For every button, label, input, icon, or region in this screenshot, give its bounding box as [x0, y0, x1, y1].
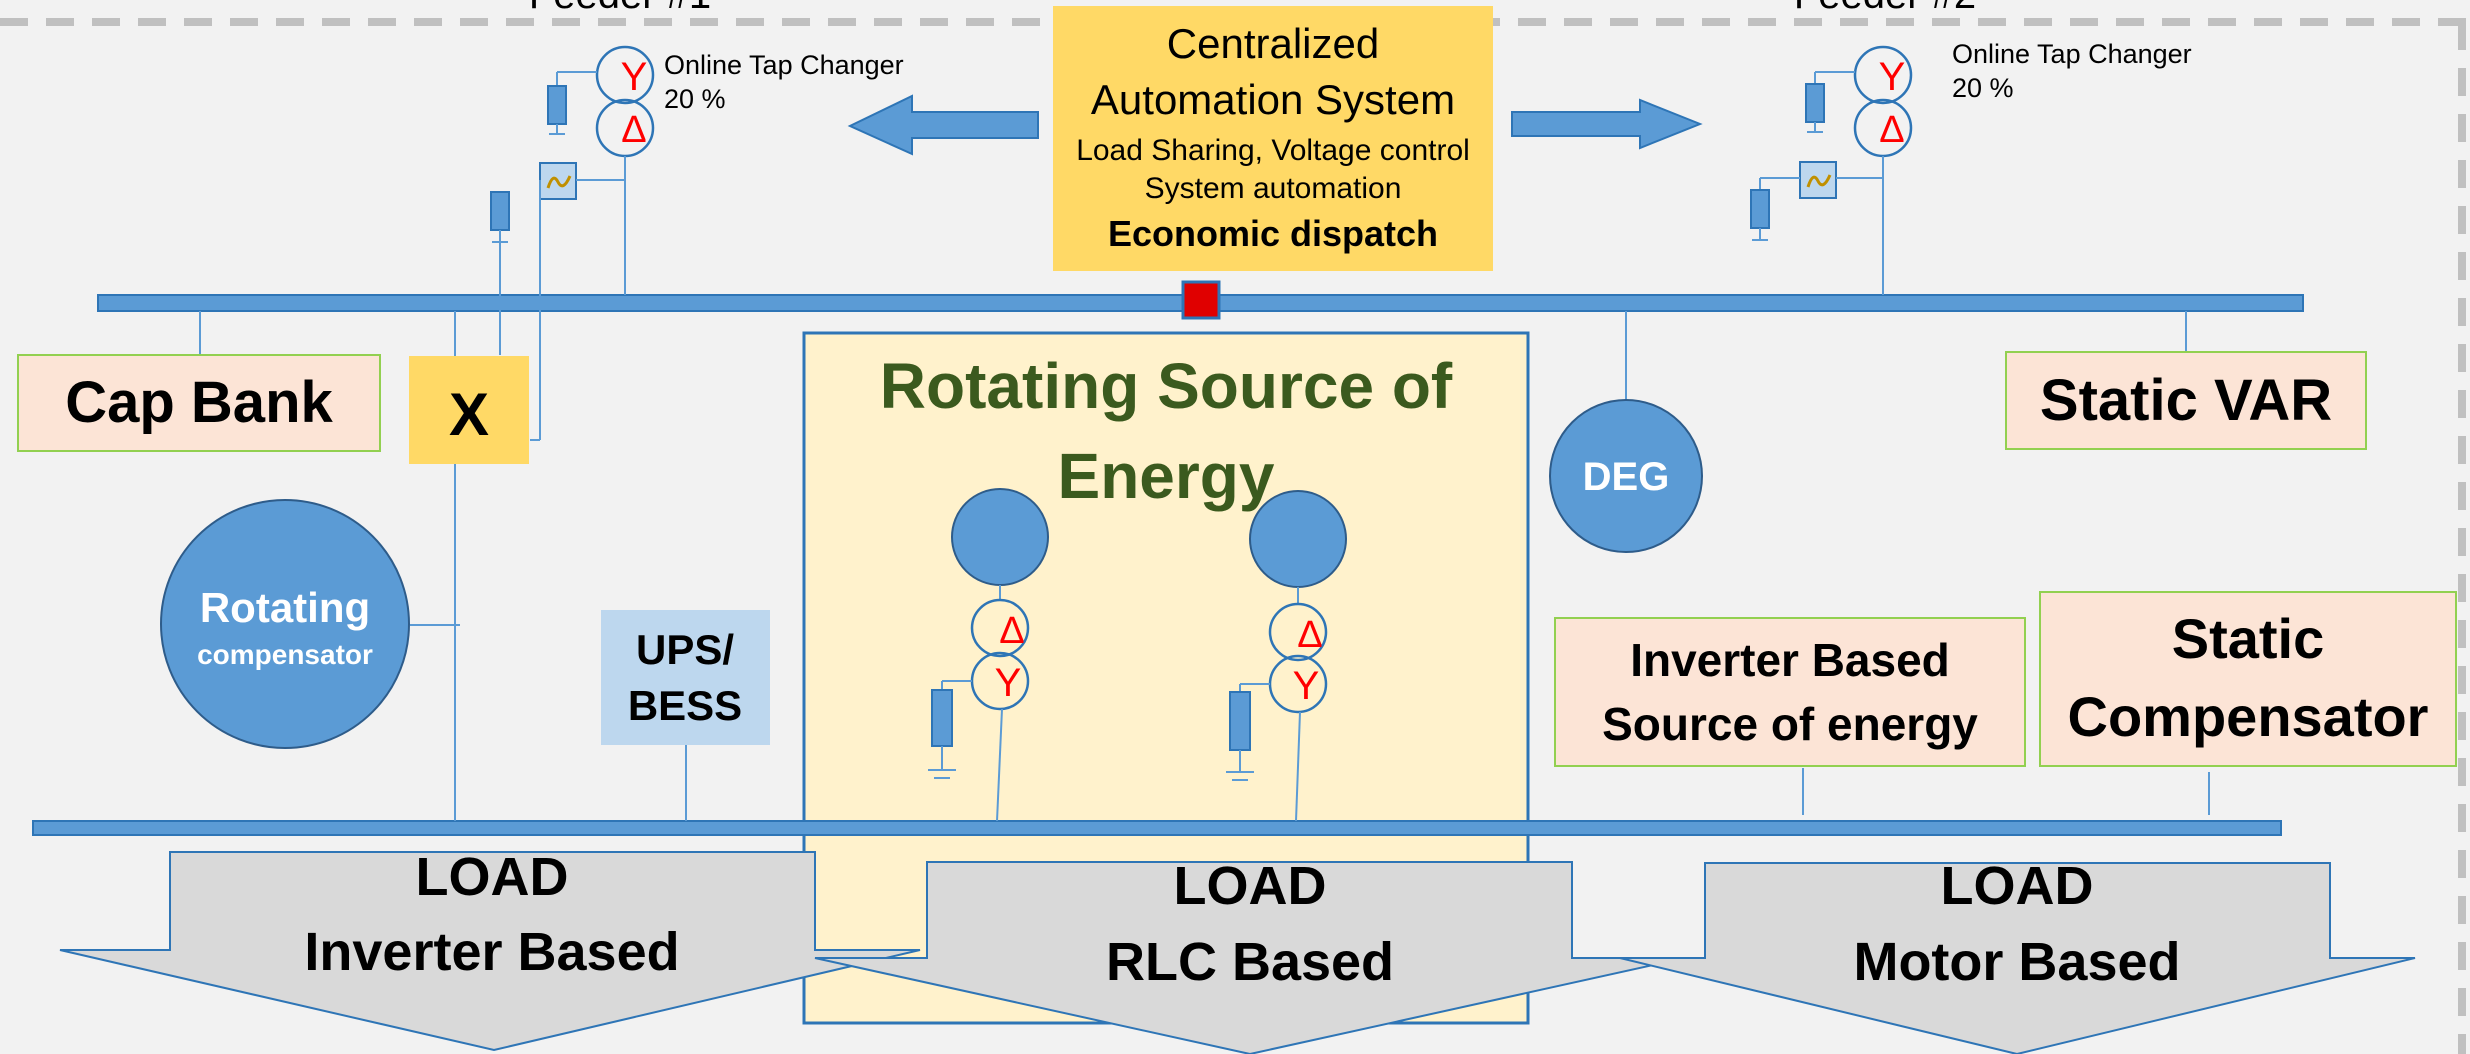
rotating-source-title-line2: Energy: [1058, 440, 1275, 512]
dashed-border: [0, 18, 2470, 1054]
static-compensator-box: [2039, 591, 2457, 767]
static-compensator-line1: Static: [2172, 607, 2325, 670]
cap-bank-box: [17, 354, 381, 452]
automation-line1: Centralized: [1167, 20, 1379, 67]
load-motor-line1: LOAD: [1941, 856, 2094, 916]
load-inverter-based: LOAD Inverter Based: [59, 847, 921, 1052]
wye-symbol-left: Y: [621, 55, 648, 99]
load-inverter-line1: LOAD: [416, 847, 569, 907]
x-label: X: [449, 381, 489, 448]
tap-changer-right-value: 20 %: [1952, 73, 2014, 103]
feeder-1-label: Feeder #1: [529, 0, 711, 17]
automation-line2: Automation System: [1091, 76, 1455, 123]
automation-line4: System automation: [1145, 172, 1402, 205]
inverter-source-box: [1554, 617, 2026, 767]
deg-circle: [1549, 399, 1703, 553]
transformer-left: Y Δ: [490, 45, 655, 441]
tap-changer-left-label: Online Tap Changer: [664, 50, 904, 80]
wye-symbol-gen2: Y: [1293, 664, 1320, 708]
delta-symbol-left: Δ: [621, 109, 646, 151]
inverter-source-line2: Source of energy: [1602, 698, 1978, 750]
delta-symbol-right: Δ: [1879, 109, 1904, 151]
ups-bess-line1: UPS/: [636, 626, 734, 673]
automation-system-box: Centralized Automation System Load Shari…: [1053, 6, 1493, 271]
load-motor-based: LOAD Motor Based: [1619, 856, 2416, 1054]
bus-breaker: [1181, 280, 1221, 320]
ups-bess-box: [601, 610, 770, 745]
rotating-compensator-circle: [160, 499, 410, 749]
static-compensator-line2: Compensator: [2068, 685, 2429, 748]
wye-symbol-gen1: Y: [995, 661, 1022, 705]
arrow-left-icon: [847, 94, 1039, 156]
delta-symbol-gen1: Δ: [999, 610, 1024, 652]
load-rlc-line1: LOAD: [1174, 856, 1327, 916]
automation-line3: Load Sharing, Voltage control: [1076, 134, 1470, 167]
load-rlc-based: LOAD RLC Based: [814, 856, 1686, 1054]
load-rlc-line2: RLC Based: [1106, 932, 1394, 992]
static-var-label: Static VAR: [2040, 368, 2332, 433]
deg-label: DEG: [1583, 455, 1670, 499]
rotating-source-title-line1: Rotating Source of: [880, 350, 1453, 422]
load-inverter-line2: Inverter Based: [304, 922, 679, 982]
generator-2: Δ Y: [1226, 490, 1347, 822]
bottom-busbar: [32, 820, 2282, 836]
x-box: [409, 356, 529, 464]
feeder-2-label: Feeder #2: [1794, 0, 1976, 17]
arrow-right-icon: [1511, 98, 1703, 150]
automation-line5: Economic dispatch: [1108, 213, 1438, 254]
ups-bess-line2: BESS: [628, 682, 742, 729]
transformer-right: Y Δ: [1750, 45, 1913, 295]
rotating-compensator-line1: Rotating: [200, 584, 370, 631]
generator-1: Δ Y: [928, 488, 1049, 822]
rotating-compensator-line2: compensator: [197, 639, 373, 670]
tap-changer-left-value: 20 %: [664, 84, 726, 114]
load-motor-line2: Motor Based: [1853, 932, 2180, 992]
delta-symbol-gen2: Δ: [1297, 614, 1322, 656]
tap-changer-right-label: Online Tap Changer: [1952, 39, 2192, 69]
inverter-source-line1: Inverter Based: [1630, 634, 1950, 686]
wye-symbol-right: Y: [1879, 55, 1906, 99]
static-var-box: [2005, 351, 2367, 450]
cap-bank-label: Cap Bank: [65, 370, 333, 435]
